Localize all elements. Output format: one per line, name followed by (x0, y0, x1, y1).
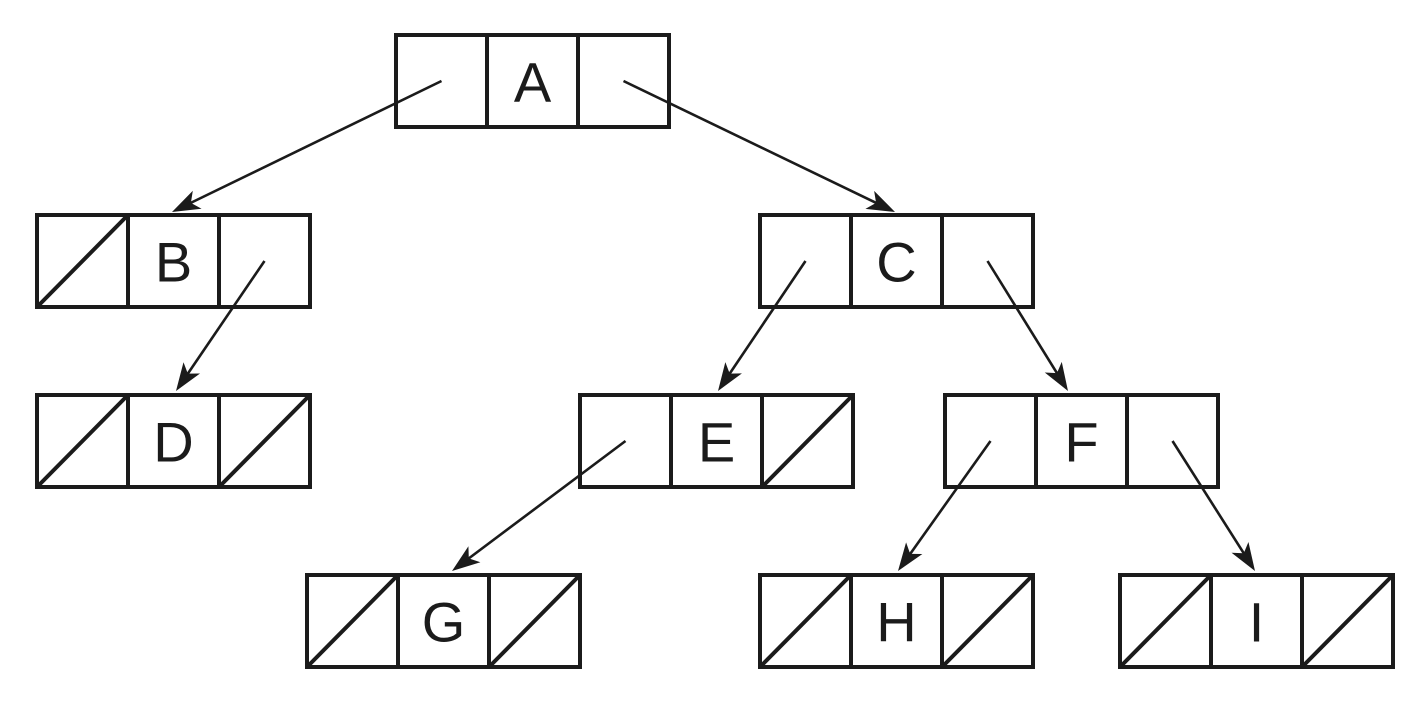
pointer-arrow-F-right-to-I (1171, 440, 1255, 571)
node-H-right-pointer-cell (940, 573, 1035, 669)
arrowhead-icon (865, 190, 895, 212)
tree-node-G: G (305, 573, 582, 669)
node-label-F: F (1064, 411, 1098, 474)
tree-node-I: I (1118, 573, 1395, 669)
node-I-right-pointer-cell (1300, 573, 1395, 669)
pointer-arrow-A-right-to-C (622, 79, 895, 212)
arrow-shaft-C-to-E (728, 260, 807, 376)
pointer-arrow-F-left-to-H (898, 440, 992, 571)
node-label-I: I (1249, 591, 1265, 654)
arrowhead-icon (898, 542, 923, 571)
tree-node-D: D (35, 393, 312, 489)
node-label-D: D (153, 411, 193, 474)
pointer-arrow-B-right-to-D (176, 260, 266, 391)
node-E-right-null-slash (762, 395, 853, 487)
arrow-shaft-F-to-I (1171, 440, 1246, 555)
node-D-right-null-slash (219, 395, 310, 487)
node-label-E: E (698, 411, 735, 474)
arrowhead-icon (176, 362, 201, 391)
arrow-shaft-A-to-C (622, 79, 878, 205)
arrowhead-icon (172, 190, 202, 212)
node-F-right-pointer-cell (1125, 393, 1220, 489)
arrow-shaft-F-to-H (908, 440, 992, 556)
tree-node-A: A (394, 33, 671, 129)
node-H-right-null-slash (942, 575, 1033, 667)
node-B-right-pointer-cell (217, 213, 312, 309)
node-B-left-null-slash (37, 215, 128, 307)
node-D-right-pointer-cell (217, 393, 312, 489)
arrow-shaft-C-to-F (986, 260, 1059, 375)
node-label-H: H (876, 591, 916, 654)
arrowhead-icon (452, 546, 481, 571)
node-label-G: G (422, 591, 466, 654)
tree-node-C: C (758, 213, 1035, 309)
tree-node-H: H (758, 573, 1035, 669)
tree-node-E: E (578, 393, 855, 489)
pointer-arrow-C-left-to-E (718, 260, 807, 391)
node-I-right-null-slash (1302, 575, 1393, 667)
node-G-right-null-slash (489, 575, 580, 667)
node-label-A: A (514, 51, 552, 114)
node-I-left-null-slash (1120, 575, 1211, 667)
node-D-left-null-slash (37, 395, 128, 487)
arrowhead-icon (718, 362, 742, 391)
node-label-C: C (876, 231, 916, 294)
tree-node-F: F (943, 393, 1220, 489)
pointer-arrow-E-left-to-G (452, 439, 627, 571)
arrow-shaft-E-to-G (467, 439, 627, 561)
arrow-shaft-A-to-B (189, 79, 443, 205)
arrowhead-icon (1044, 361, 1068, 391)
node-H-left-null-slash (760, 575, 851, 667)
pointer-arrow-C-right-to-F (986, 260, 1068, 391)
node-label-B: B (155, 231, 192, 294)
arrow-shaft-B-to-D (186, 260, 266, 376)
pointer-arrow-A-left-to-B (172, 79, 443, 212)
node-G-right-pointer-cell (487, 573, 582, 669)
node-E-right-pointer-cell (760, 393, 855, 489)
node-C-right-pointer-cell (940, 213, 1035, 309)
arrowhead-icon (1231, 542, 1255, 571)
node-A-right-pointer-cell (576, 33, 671, 129)
node-G-left-null-slash (307, 575, 398, 667)
tree-node-B: B (35, 213, 312, 309)
